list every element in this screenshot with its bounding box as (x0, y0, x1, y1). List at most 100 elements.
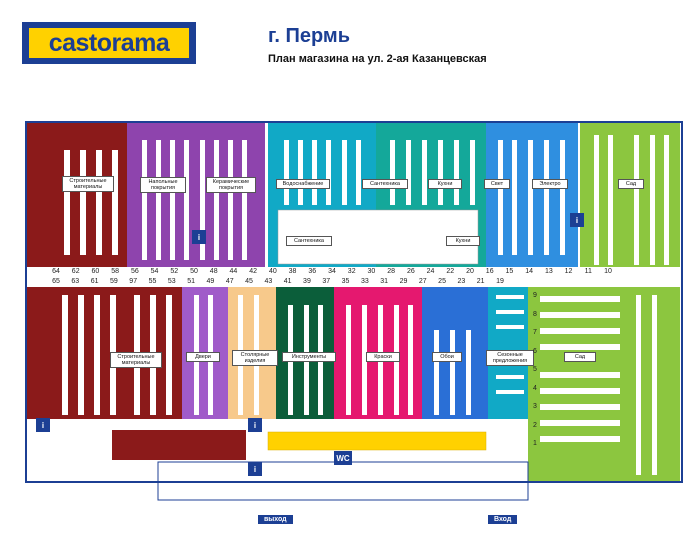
main-aisle (27, 267, 680, 287)
dept-stroy-bottom: Строительные материалы (110, 352, 162, 368)
castorama-logo: castorama (22, 22, 196, 64)
zone-stroy-top (27, 123, 127, 267)
aisle-number-top: 44 (229, 268, 238, 275)
logo-text: castorama (48, 28, 170, 57)
checkout-lane (267, 431, 487, 451)
aisle-number-bottom: 45 (245, 278, 253, 285)
building-outline (25, 121, 683, 483)
exit-label: выход (258, 515, 293, 524)
aisle-number-bottom: 53 (167, 278, 176, 285)
garden-row-number: 2 (533, 421, 537, 429)
aisle-number-bottom: 43 (264, 278, 273, 285)
aisle-number-top: 40 (268, 268, 277, 275)
aisle-number-top: 42 (249, 268, 258, 275)
aisle-number-bottom: 25 (438, 278, 446, 285)
aisle-number-bottom: 27 (418, 278, 427, 285)
dept-santeh-top: Сантехника (362, 179, 408, 189)
dept-joinery: Столярные изделия (232, 350, 278, 366)
garden-row-number: 6 (533, 347, 537, 355)
aisle-number-top: 62 (71, 268, 80, 275)
garden-row-number: 5 (533, 366, 537, 373)
aisle-number-bottom: 21 (476, 278, 485, 285)
aisle-number-bottom: 61 (90, 278, 99, 285)
aisle-number-top: 14 (525, 268, 534, 275)
aisle-number-top: 22 (446, 268, 455, 275)
aisle-number-bottom: 29 (399, 278, 408, 285)
garden-row-number: 3 (533, 403, 537, 410)
aisle-number-top: 54 (150, 268, 159, 275)
aisle-number-bottom: 49 (206, 278, 215, 285)
enter-label: Вход (488, 515, 518, 524)
info-icon[interactable]: i (36, 418, 50, 432)
dept-wallpaper: Обои (432, 352, 462, 362)
aisle-number-top: 48 (209, 268, 218, 275)
info-icon[interactable]: i (248, 462, 262, 476)
aisle-number-top: 11 (584, 268, 592, 275)
plan-subtitle: План магазина на ул. 2-ая Казанцевская (268, 53, 487, 65)
aisle-number-bottom: 55 (148, 278, 157, 285)
aisle-number-bottom: 59 (110, 278, 118, 285)
aisle-number-bottom: 37 (322, 278, 331, 285)
info-icon[interactable]: i (192, 230, 206, 244)
aisle-number-bottom: 31 (380, 278, 389, 285)
aisle-number-top: 50 (190, 268, 198, 275)
garden-row-number: 4 (533, 384, 537, 392)
aisle-number-bottom: 47 (225, 278, 234, 285)
aisle-number-bottom: 35 (341, 278, 350, 285)
dept-light: Свет (484, 179, 510, 189)
aisle-number-top: 32 (347, 268, 356, 275)
dept-kitchens-top: Кухни (428, 179, 462, 189)
aisle-number-top: 60 (91, 268, 100, 275)
aisle-number-top: 15 (505, 268, 514, 275)
aisle-number-top: 36 (308, 268, 317, 275)
aisle-number-top: 58 (111, 268, 120, 275)
dept-santeh-mid: Сантехника (286, 236, 332, 246)
dept-seasonal: Сезонные предложения (486, 350, 534, 366)
dept-tools: Инструменты (282, 352, 336, 362)
garden-row-number: 1 (533, 440, 537, 447)
dept-electro: Электро (532, 179, 568, 189)
aisle-number-top: 26 (406, 268, 415, 275)
aisle-number-top: 52 (170, 268, 179, 275)
aisle-number-bottom: 51 (187, 278, 196, 285)
dept-floor: Напольные покрытия (140, 177, 186, 193)
aisle-number-bottom: 97 (129, 278, 138, 285)
dept-kitchens-mid: Кухни (446, 236, 480, 246)
garden-row-number: 8 (533, 310, 537, 318)
aisle-number-bottom: 39 (303, 278, 311, 285)
info-icon[interactable]: i (248, 418, 262, 432)
aisle-number-bottom: 63 (71, 278, 80, 285)
aisle-number-top: 30 (367, 268, 376, 275)
aisle-number-bottom: 33 (360, 278, 369, 285)
top-aisle-stripes (64, 135, 669, 265)
dept-doors: Двери (186, 352, 220, 362)
wc-icon[interactable]: WC (334, 451, 352, 465)
aisle-number-top: 24 (426, 268, 435, 275)
dept-garden-bottom: Сад (564, 352, 596, 362)
dept-water: Водоснабжение (276, 179, 330, 189)
logo-inner: castorama (29, 28, 189, 58)
aisle-number-bottom: 23 (457, 278, 466, 285)
aisle-number-top: 20 (466, 268, 474, 275)
city-title: г. Пермь (268, 25, 350, 47)
aisle-number-bottom: 65 (52, 278, 60, 285)
aisle-number-top: 38 (288, 268, 297, 275)
dept-ceramic: Керамические покрытия (206, 177, 256, 193)
zone-stroy-checkout (112, 430, 246, 460)
aisle-number-top: 10 (604, 268, 612, 275)
dept-stroy-top: Строительные материалы (62, 176, 114, 192)
aisle-number-top: 16 (485, 268, 494, 275)
aisle-number-top: 64 (52, 268, 60, 275)
aisle-number-bottom: 19 (496, 278, 504, 285)
aisle-number-top: 34 (328, 268, 336, 275)
info-icon[interactable]: i (570, 213, 584, 227)
aisle-number-top: 28 (387, 268, 396, 275)
aisle-number-top: 12 (564, 268, 573, 275)
garden-row-number: 7 (533, 329, 537, 336)
dept-garden-top: Сад (618, 179, 644, 189)
aisle-number-top: 56 (130, 268, 139, 275)
aisle-number-bottom: 41 (283, 278, 292, 285)
dept-paints: Краски (366, 352, 400, 362)
garden-row-number: 9 (533, 292, 537, 299)
aisle-number-top: 13 (544, 268, 553, 275)
